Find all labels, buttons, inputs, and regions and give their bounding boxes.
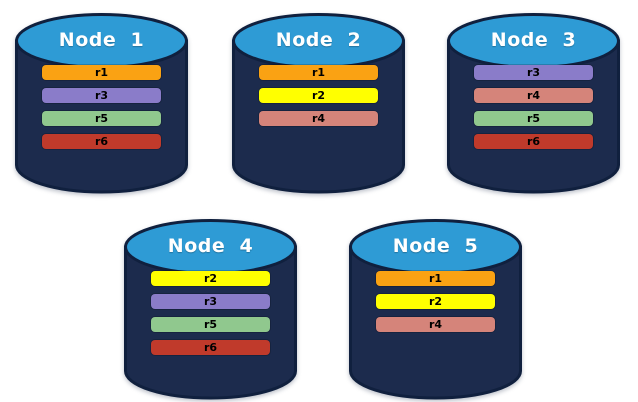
replica-bar-r4: r4: [474, 88, 593, 103]
replica-list: r1 r2 r4: [230, 65, 407, 134]
replica-list: r1 r2 r4: [347, 271, 524, 340]
replica-bar-r5: r5: [151, 317, 270, 332]
replica-list: r3 r4 r5 r6: [445, 65, 622, 157]
replica-bar-r2: r2: [376, 294, 495, 309]
replica-bar-r1: r1: [259, 65, 378, 80]
replica-bar-r2: r2: [151, 271, 270, 286]
node-title: Node 5: [392, 235, 479, 257]
replica-list: r1 r3 r5 r6: [13, 65, 190, 157]
replica-bar-r3: r3: [42, 88, 161, 103]
node-3: Node 3 r3 r4 r5 r6: [445, 8, 622, 195]
node-4: Node 4 r2 r3 r5 r6: [122, 214, 299, 401]
replica-bar-r4: r4: [376, 317, 495, 332]
replica-bar-r6: r6: [42, 134, 161, 149]
replica-list: r2 r3 r5 r6: [122, 271, 299, 363]
replica-bar-r5: r5: [42, 111, 161, 126]
node-title: Node 1: [58, 29, 145, 51]
replica-bar-r5: r5: [474, 111, 593, 126]
node-2: Node 2 r1 r2 r4: [230, 8, 407, 195]
node-title: Node 3: [490, 29, 577, 51]
replica-bar-r1: r1: [376, 271, 495, 286]
node-title: Node 2: [275, 29, 362, 51]
node-5: Node 5 r1 r2 r4: [347, 214, 524, 401]
node-1: Node 1 r1 r3 r5 r6: [13, 8, 190, 195]
replica-bar-r1: r1: [42, 65, 161, 80]
node-title: Node 4: [167, 235, 254, 257]
replica-bar-r3: r3: [151, 294, 270, 309]
replica-bar-r6: r6: [474, 134, 593, 149]
replica-bar-r6: r6: [151, 340, 270, 355]
replica-bar-r3: r3: [474, 65, 593, 80]
replica-bar-r2: r2: [259, 88, 378, 103]
replica-bar-r4: r4: [259, 111, 378, 126]
